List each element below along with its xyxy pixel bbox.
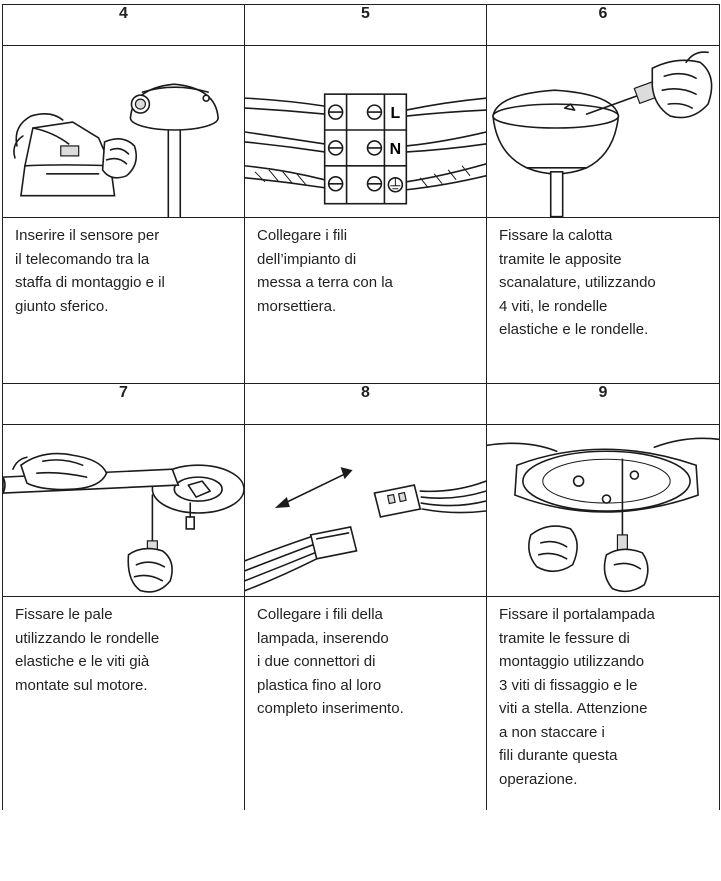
step-text-row: Inserire il sensore per il telecomando t… — [3, 218, 720, 384]
step-text-4: Inserire il sensore per il telecomando t… — [3, 218, 244, 318]
canopy-screw-illustration — [487, 46, 719, 217]
sensor-insertion-illustration — [3, 46, 244, 217]
step-text-6: Fissare la calotta tramite le apposite s… — [487, 218, 719, 342]
step-text-7: Fissare le pale utilizzando le rondelle … — [3, 597, 244, 697]
step-illustration-5: L N — [245, 46, 487, 218]
step-text-cell: Collegare i fili dell’impianto di messa … — [245, 218, 487, 384]
terminal-block-illustration: L N — [245, 46, 486, 217]
step-text-row: Fissare le pale utilizzando le rondelle … — [3, 597, 720, 811]
step-text-cell: Fissare le pale utilizzando le rondelle … — [3, 597, 245, 811]
connector-illustration — [245, 425, 486, 596]
step-text-5: Collegare i fili dell’impianto di messa … — [245, 218, 486, 318]
step-text-cell: Fissare la calotta tramite le apposite s… — [487, 218, 720, 384]
step-text-cell: Inserire il sensore per il telecomando t… — [3, 218, 245, 384]
step-number: 7 — [3, 384, 245, 425]
terminal-label-n: N — [390, 141, 402, 158]
step-illustration-6 — [487, 46, 720, 218]
step-illustration-4 — [3, 46, 245, 218]
step-number: 4 — [3, 5, 245, 46]
ground-symbol-icon — [388, 178, 402, 192]
step-number: 5 — [245, 5, 487, 46]
step-number: 6 — [487, 5, 720, 46]
step-text-9: Fissare il portalampada tramite le fessu… — [487, 597, 719, 791]
double-arrow-icon — [275, 467, 353, 508]
steps-table: 4 5 6 — [2, 4, 720, 810]
terminal-label-l: L — [391, 105, 401, 122]
step-number-row: 7 8 9 — [3, 384, 720, 425]
step-illustration-7 — [3, 425, 245, 597]
step-number: 9 — [487, 384, 720, 425]
step-number: 8 — [245, 384, 487, 425]
step-illustration-8 — [245, 425, 487, 597]
step-text-8: Collegare i fili della lampada, inserend… — [245, 597, 486, 721]
step-illustration-row — [3, 425, 720, 597]
blade-fixing-illustration — [3, 425, 244, 596]
step-illustration-9 — [487, 425, 720, 597]
step-illustration-row: L N — [3, 46, 720, 218]
step-text-cell: Collegare i fili della lampada, inserend… — [245, 597, 487, 811]
step-number-row: 4 5 6 — [3, 5, 720, 46]
step-text-cell: Fissare il portalampada tramite le fessu… — [487, 597, 720, 811]
lamp-holder-illustration — [487, 425, 719, 596]
